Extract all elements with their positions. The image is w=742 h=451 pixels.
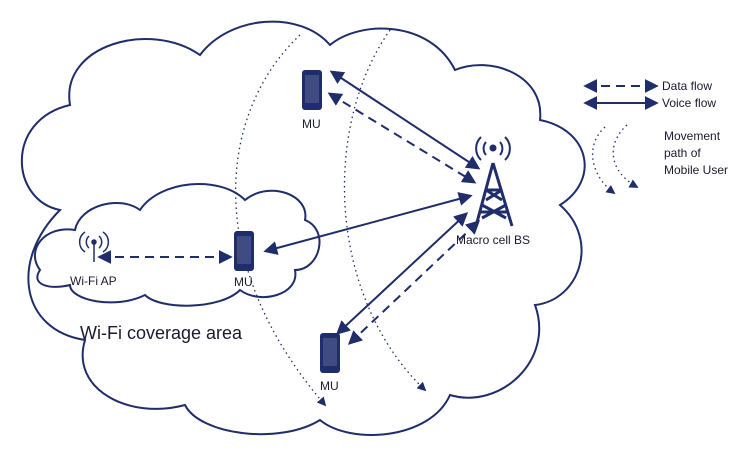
phone-icon-bottom (320, 333, 340, 373)
mu-label-bottom: MU (320, 379, 339, 393)
mu-label-middle: MU (234, 275, 253, 289)
tower-icon (474, 162, 514, 227)
legend-data-flow-label: Data flow (662, 79, 712, 93)
voice-flow-bottom (335, 212, 469, 335)
data-flow-top (327, 92, 477, 184)
wifi-ap-label: Wi-Fi AP (70, 274, 117, 288)
coverage-label: Wi-Fi coverage area (80, 323, 243, 343)
tower-signal-icon (475, 136, 511, 161)
legend-voice-flow-label: Voice flow (662, 96, 716, 110)
legend-movement-label-1: Movement (664, 129, 721, 143)
phone-icon-middle (234, 231, 254, 271)
voice-flow-middle (263, 192, 473, 255)
wifi-ap-icon (78, 231, 110, 262)
legend-movement-path-1 (591, 126, 616, 195)
macro-bs-label: Macro cell BS (456, 233, 530, 247)
legend-movement-label-3: Mobile User (664, 163, 728, 177)
movement-path-left (234, 34, 327, 407)
movement-path-right (343, 29, 427, 392)
legend-movement-path-2 (612, 124, 639, 188)
mu-label-top: MU (302, 117, 321, 131)
legend-movement-label-2: path of (664, 146, 701, 160)
macro-coverage-cloud (20, 20, 586, 436)
voice-flow-top (329, 70, 481, 170)
phone-icon-top (302, 70, 322, 110)
